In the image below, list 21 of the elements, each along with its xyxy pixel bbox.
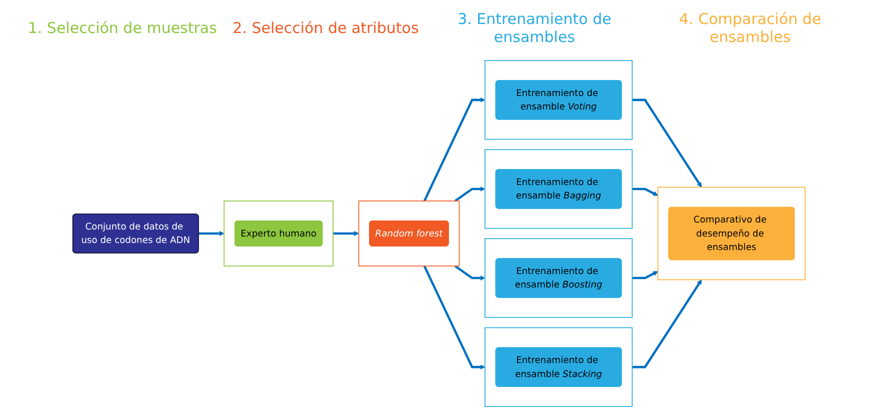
arrow: [454, 265, 486, 281]
arrow: [632, 98, 702, 188]
arrow: [632, 280, 702, 368]
arrow: [423, 266, 486, 370]
cluster: [484, 238, 633, 318]
column-heading: 3. Entrenamiento de ensambles: [456, 10, 612, 46]
arrow: [333, 231, 359, 236]
cluster: [224, 200, 334, 266]
arrow: [454, 186, 486, 202]
column-heading: 4. Comparación de ensambles: [678, 10, 822, 46]
cluster: [484, 60, 633, 140]
cluster: [358, 200, 460, 266]
cluster: [484, 327, 633, 407]
cluster: [484, 149, 633, 229]
cluster: [657, 186, 806, 280]
arrow: [632, 188, 658, 196]
column-heading: 2. Selección de atributos: [232, 19, 419, 37]
arrow: [632, 271, 658, 280]
arrow: [198, 231, 224, 236]
arrow: [423, 97, 486, 202]
column-heading: 1. Selección de muestras: [28, 19, 217, 37]
